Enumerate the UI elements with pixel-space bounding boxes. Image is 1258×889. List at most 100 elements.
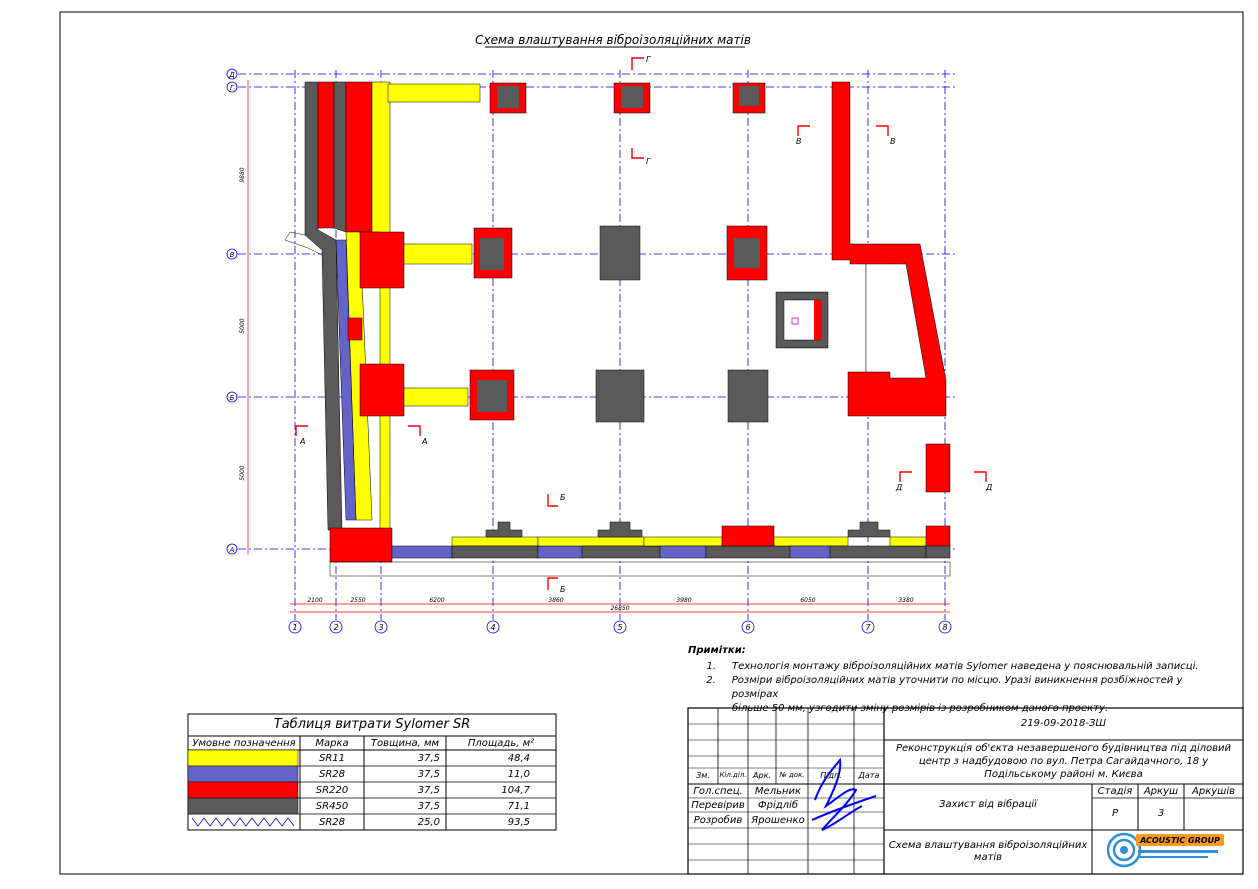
- tb-stage-value: Р: [1111, 808, 1119, 819]
- col-label-2: 2: [333, 623, 338, 632]
- tb-sheets-header: Аркушів: [1192, 786, 1235, 797]
- col-bubble-1: [288, 620, 302, 634]
- logo-stripe-1: [1138, 850, 1218, 853]
- section-b-top: [547, 494, 558, 507]
- mat-sr450-bottom-3: [705, 545, 791, 559]
- legend-row3-marka: SR220: [315, 785, 349, 796]
- tb-drawing-name: Схема влаштування віброізоляційних матів: [884, 840, 1092, 864]
- mat-col-g6-core: [739, 86, 759, 106]
- legend-table: [187, 713, 557, 831]
- mat-sr28-bottom-1: [391, 545, 453, 559]
- col-label-4: 4: [490, 623, 495, 632]
- row-axis-bubbles: Д Г В Б А: [226, 68, 238, 555]
- section-g-top: [631, 57, 644, 70]
- dim-bottom-3: 6200: [429, 597, 444, 604]
- tb-name-3: Ярошенко: [751, 815, 805, 826]
- legend-row2-thickness: 37,5: [417, 769, 440, 780]
- tb-role-1: Гол.спец.: [693, 786, 743, 797]
- legend-row5-thickness: 25,0: [417, 817, 440, 828]
- legend-header-thickness: Товщина, мм: [370, 738, 440, 749]
- tb-role-3: Розробив: [693, 815, 743, 826]
- dim-bottom-4: 3860: [548, 597, 563, 604]
- tb-hdr-ark: Арк.: [753, 771, 771, 780]
- legend-row4-thickness: 37,5: [417, 801, 440, 812]
- mat-sr11-bottom-2: [537, 536, 645, 547]
- note-text-2a: Розміри віброізоляційних матів уточнити …: [731, 675, 1183, 700]
- tb-hdr-zm: Зм.: [696, 771, 710, 780]
- note-item-2: 2. Розміри віброізоляційних матів уточни…: [688, 674, 1228, 702]
- row-bubble-v: [226, 248, 238, 260]
- mat-sr450-bottom-1: [451, 545, 539, 559]
- section-d-right: [974, 471, 987, 482]
- mat-sr11-top-beam: [387, 83, 481, 103]
- outline-left-bend: [284, 231, 323, 256]
- row-label-v: В: [230, 251, 235, 259]
- section-b-bottom: [547, 577, 558, 590]
- row-label-d: Д: [228, 71, 235, 79]
- mat-sr11-left-vertical: [371, 81, 391, 531]
- mat-col-b4-core: [477, 380, 507, 412]
- legend-row4-marka: SR450: [315, 801, 349, 812]
- row-label-a: А: [229, 546, 235, 554]
- mat-col-v6-core: [734, 238, 760, 268]
- mat-sr220-isolated: [925, 443, 951, 493]
- row-label-g: Г: [230, 84, 235, 92]
- col-bubble-2: [329, 620, 343, 634]
- sheet-frame: [59, 11, 1244, 875]
- notes-block: Примітки: 1. Технологія монтажу віброізо…: [688, 644, 1228, 716]
- row-label-b: Б: [230, 394, 235, 402]
- legend-row3-area: 104,7: [501, 785, 530, 796]
- legend-row1-area: 48,4: [507, 753, 530, 764]
- tb-project-line-1: Реконструкція об'єкта незавершеного буді…: [895, 743, 1232, 754]
- legend-row5-marka: SR28: [318, 817, 346, 828]
- section-label-v-right: В: [890, 137, 896, 146]
- legend-row2-area: 11,0: [507, 769, 530, 780]
- logo-ring-core: [1120, 846, 1128, 854]
- col-label-8: 8: [942, 623, 947, 632]
- col-label-1: 1: [292, 623, 297, 632]
- mat-sr220-left-wall-upper: [317, 81, 335, 229]
- section-label-a-left: А: [299, 437, 305, 446]
- dim-bottom-6: 6050: [800, 597, 815, 604]
- legend-header-area: Площадь, м²: [467, 738, 535, 749]
- mat-sr450-left-wall-inner: [333, 81, 347, 233]
- row-bubble-d: [226, 68, 238, 80]
- col-label-6: 6: [745, 623, 750, 632]
- mat-col-g4-core: [497, 86, 519, 108]
- col-bubble-3: [374, 620, 388, 634]
- section-label-g-top: Г: [646, 55, 651, 64]
- mat-sr28-bottom-3: [659, 545, 707, 559]
- acoustic-group-logo: ACOUSTIC GROUP: [1106, 832, 1224, 868]
- section-label-d-left: Д: [895, 483, 902, 492]
- drawing-title: Схема влаштування віброізоляційних матів: [475, 33, 751, 47]
- bottom-dimension-chain: 2100 2550 6200 3860 3980 6050 3380 26850: [290, 597, 950, 613]
- row-bubble-b: [226, 391, 238, 403]
- tb-sheet-name: Захист від вібрації: [939, 799, 1037, 810]
- mat-sr28-bottom-2: [537, 545, 583, 559]
- legend-row1-thickness: 37,5: [417, 753, 440, 764]
- legend-row5-area: 93,5: [507, 817, 530, 828]
- row-bubble-g: [226, 81, 238, 93]
- col-axis-bubbles: 1 2 3 4 5 6 7 8: [288, 620, 952, 634]
- tb-project-line-3: Подільському районі м. Києва: [984, 769, 1143, 780]
- note-item-2-cont: більше 50 мм, узгодити зміну розмірів із…: [688, 702, 1228, 716]
- legend-row2-marka: SR28: [318, 769, 346, 780]
- mat-sr28-bottom-4: [789, 545, 831, 559]
- section-label-b-bottom: Б: [560, 585, 566, 594]
- dim-bottom-7: 3380: [898, 597, 913, 604]
- col-bubble-6: [741, 620, 755, 634]
- note-text-1: Технологія монтажу віброізоляційних маті…: [732, 661, 1199, 672]
- tb-project-line-2: центр з надбудовою по вул. Петра Сагайда…: [918, 756, 1209, 767]
- section-v-left: [797, 125, 810, 136]
- section-label-v-left: В: [796, 137, 802, 146]
- legend-header-marka: Марка: [315, 738, 349, 749]
- tb-drawing-name-line-1: Схема влаштування віброізоляційних: [888, 840, 1088, 851]
- title-block: [687, 707, 1244, 875]
- logo-text: ACOUSTIC GROUP: [1139, 836, 1220, 845]
- mat-col-b3: [359, 363, 405, 417]
- col-bubble-4: [486, 620, 500, 634]
- mat-sr11-beam-v: [403, 243, 473, 265]
- tb-hdr-doc: № док.: [779, 771, 805, 779]
- note-number-2: 2.: [706, 675, 716, 686]
- legend-swatch-sr220: [187, 781, 299, 799]
